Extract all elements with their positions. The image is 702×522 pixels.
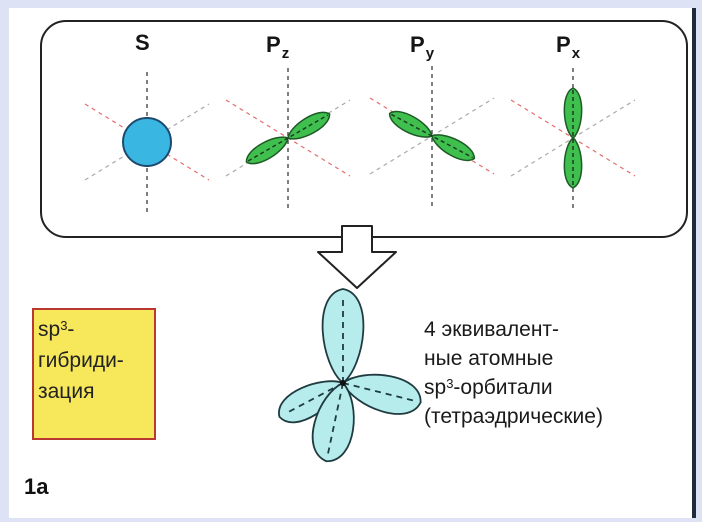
- sp3-hybridization-box: sp3- гибриди- зация: [32, 308, 156, 440]
- figure-label: 1a: [24, 474, 49, 499]
- pz-lobe-upper: [287, 111, 331, 140]
- desc-line-2: ные атомные: [424, 347, 554, 370]
- pz-orbital: [225, 67, 351, 209]
- py-orbital: [369, 65, 495, 207]
- px-orbital: [510, 67, 636, 209]
- sp3-hybrid-orbitals: [278, 288, 422, 463]
- hyb-line-2: гибриди-: [38, 349, 124, 372]
- px-orbital-label: Px: [556, 32, 581, 62]
- slide-border: [692, 8, 696, 518]
- s-orbital-label: S: [135, 30, 150, 55]
- down-arrow-icon: [317, 225, 397, 289]
- py-lobe-right: [431, 134, 476, 162]
- desc-line-3: sp3-орбитали: [424, 376, 553, 399]
- pz-orbital-label: Pz: [266, 32, 290, 62]
- sp3-lobe-down: [311, 381, 355, 463]
- hyb-line-1: sp3-: [38, 318, 75, 341]
- sp3-lobe-right: [341, 373, 422, 415]
- py-orbital-label: Py: [410, 32, 435, 62]
- desc-line-1: 4 эквивалент-: [424, 318, 560, 341]
- sp3-orbitals-description: 4 эквивалент- ные атомные sp3-орбитали (…: [424, 315, 700, 431]
- s-orbital: [84, 71, 210, 213]
- hyb-line-3: зация: [38, 380, 95, 403]
- desc-line-4: (тетраэдрические): [424, 405, 603, 428]
- sp3-nucleus: [340, 380, 346, 386]
- s-orbital-sphere: [122, 117, 172, 167]
